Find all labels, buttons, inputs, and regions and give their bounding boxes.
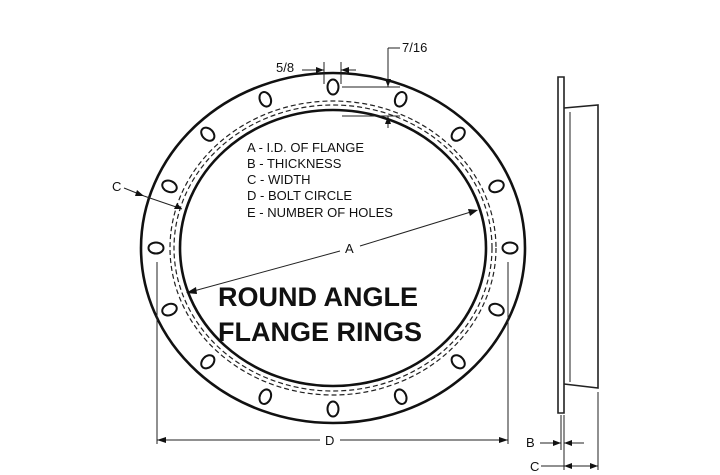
legend-item: A - I.D. OF FLANGE: [247, 140, 364, 155]
bolt-hole: [326, 400, 340, 418]
hole-offset-label: 7/16: [402, 40, 427, 55]
bolt-circle-dashed-outer: [169, 100, 497, 396]
bolt-hole: [393, 388, 408, 405]
inner-edge: [178, 108, 488, 388]
bolt-circle-dashed-inner: [173, 104, 493, 392]
bolt-hole: [488, 302, 505, 317]
outer-edge: [139, 71, 527, 425]
bolt-hole: [488, 179, 505, 194]
hole-width-label: 5/8: [276, 60, 294, 75]
width-label: C: [112, 179, 121, 194]
bolt-hole: [450, 126, 466, 142]
legend-item: C - WIDTH: [247, 172, 311, 187]
side-view: B C: [526, 76, 599, 474]
bolt-hole: [258, 91, 273, 108]
title-line-1: ROUND ANGLE: [218, 282, 418, 312]
bolt-circle-label: D: [325, 433, 334, 448]
title-line-2: FLANGE RINGS: [218, 317, 422, 347]
inner-diameter-label: A: [345, 241, 354, 256]
bolt-holes: [147, 78, 519, 418]
bolt-hole: [450, 354, 466, 370]
bolt-hole: [200, 126, 216, 142]
bolt-hole: [200, 354, 216, 370]
bolt-hole: [147, 241, 165, 255]
width-callout: C: [112, 179, 183, 210]
bolt-hole: [501, 241, 519, 255]
bolt-circle-dimension: D: [156, 262, 509, 448]
bolt-hole: [326, 78, 340, 96]
side-width-label: C: [530, 459, 539, 474]
front-view: [139, 71, 527, 425]
bolt-hole: [161, 302, 178, 317]
inner-diameter-dimension: A: [186, 209, 478, 294]
bolt-hole: [161, 179, 178, 194]
legend: A - I.D. OF FLANGE B - THICKNESS C - WID…: [247, 140, 393, 220]
legend-item: E - NUMBER OF HOLES: [247, 205, 393, 220]
legend-item: B - THICKNESS: [247, 156, 342, 171]
bolt-hole: [258, 388, 273, 405]
side-thickness-label: B: [526, 435, 535, 450]
bolt-hole: [393, 91, 408, 108]
hole-dimensions: 5/8 7/16: [276, 40, 427, 128]
title: ROUND ANGLE FLANGE RINGS: [218, 282, 422, 347]
legend-item: D - BOLT CIRCLE: [247, 188, 352, 203]
